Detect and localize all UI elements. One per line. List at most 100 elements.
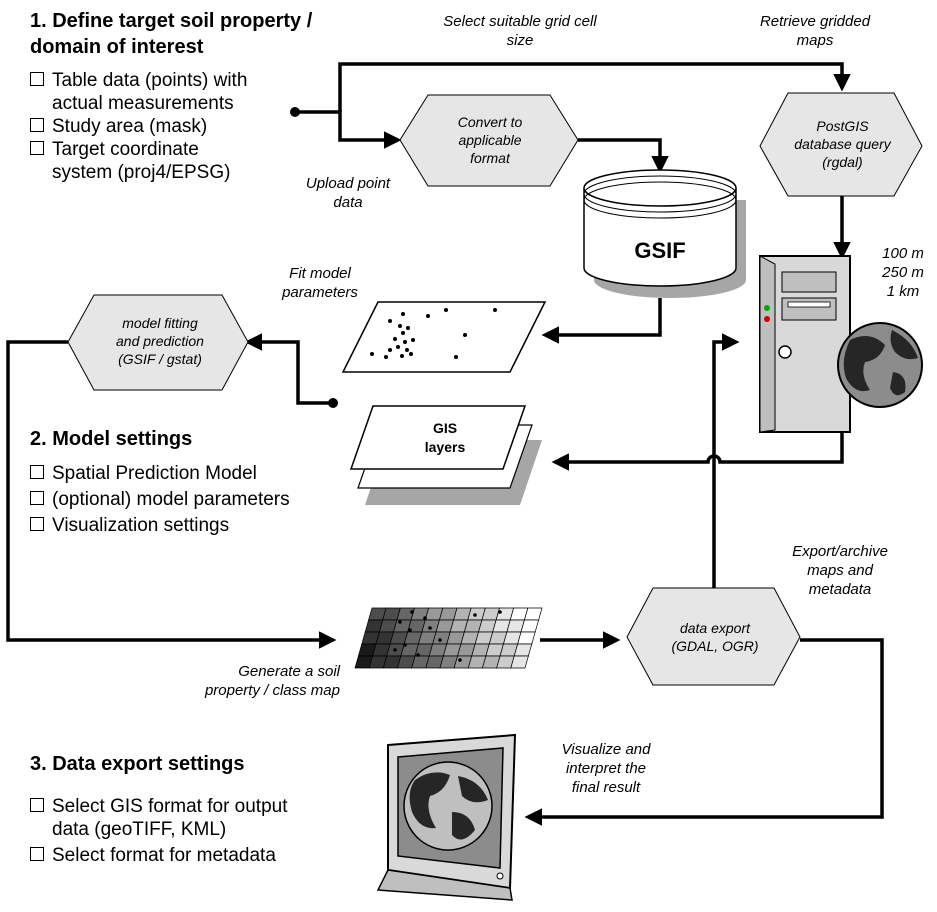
grid-point xyxy=(438,638,442,642)
gis-layers-stack xyxy=(349,405,542,505)
item-text: system (proj4/EPSG) xyxy=(52,162,231,183)
model-process-shape xyxy=(67,294,249,391)
convert-process-shape xyxy=(399,94,579,187)
section1-title-line1: 1. Define target soil property / xyxy=(30,10,313,32)
note-line: size xyxy=(506,32,534,49)
grid-cell xyxy=(523,607,543,621)
globe-icon xyxy=(837,322,923,408)
grid-cell xyxy=(513,643,533,657)
grid-point xyxy=(458,658,462,662)
note-line: maps xyxy=(796,32,834,49)
grid-point xyxy=(393,648,397,652)
label-line: data export xyxy=(679,620,751,636)
list-item: Visualization settings xyxy=(30,514,350,537)
checkbox-icon xyxy=(30,847,44,861)
list-item: Study area (mask) xyxy=(30,115,290,138)
item-text: Select GIS format for output xyxy=(52,796,288,817)
note-retrieve: Retrieve gridded maps xyxy=(730,12,900,50)
checkbox-icon xyxy=(30,118,44,132)
section2-list: Spatial Prediction Model (optional) mode… xyxy=(30,462,350,537)
server-computer-icon xyxy=(759,255,851,433)
connector-upload xyxy=(295,110,402,149)
item-text: data (geoTIFF, KML) xyxy=(52,819,227,840)
note-line: Visualize and xyxy=(561,741,651,758)
note-line: Retrieve gridded xyxy=(759,13,871,30)
label-line: PostGIS xyxy=(816,118,869,134)
connector-model-grid xyxy=(6,340,337,649)
connector-server-gis xyxy=(551,432,844,471)
item-text: actual measurements xyxy=(52,93,234,114)
checkbox-icon xyxy=(30,72,44,86)
note-line: data xyxy=(333,194,363,211)
grid-point xyxy=(428,626,432,630)
label-line: GIS xyxy=(432,420,458,436)
upload-start-dot xyxy=(290,107,300,117)
connector-convert-gsif xyxy=(578,138,669,174)
grid-cell xyxy=(520,619,540,633)
label-line: database query xyxy=(794,136,891,152)
note-line: Select suitable grid cell xyxy=(443,13,597,30)
connector-export-monitor xyxy=(524,638,884,826)
grid-point xyxy=(423,616,427,620)
note-line: Generate a soil xyxy=(238,663,340,680)
note-line: Fit model xyxy=(289,265,351,282)
model-process-label: model fitting and prediction (GSIF / gstat… xyxy=(85,314,235,368)
item-text: Visualization settings xyxy=(52,515,230,536)
note-generate: Generate a soil property / class map xyxy=(150,662,340,700)
point-data-map xyxy=(341,301,547,373)
label-line: model fitting xyxy=(122,315,198,331)
note-line: final result xyxy=(571,779,641,796)
note-line: Upload point xyxy=(305,175,391,192)
section2-title: 2. Model settings xyxy=(30,428,193,450)
section3-title: 3. Data export settings xyxy=(30,753,245,775)
list-item: (optional) model parameters xyxy=(30,488,350,511)
checkbox-icon xyxy=(30,517,44,531)
postgis-process-shape xyxy=(759,92,923,197)
note-line: property / class map xyxy=(204,682,340,699)
note-upload: Upload point data xyxy=(288,174,408,212)
label-line: and prediction xyxy=(116,333,204,349)
label-line: (GSIF / gstat) xyxy=(118,351,202,367)
connector-grid xyxy=(338,62,851,112)
grid-cell xyxy=(517,631,536,645)
gsif-database-shape xyxy=(583,169,746,298)
item-text: Spatial Prediction Model xyxy=(52,463,257,484)
item-text: Study area (mask) xyxy=(52,116,208,137)
item-text: (optional) model parameters xyxy=(52,489,290,510)
grid-point xyxy=(398,620,402,624)
grid-point xyxy=(408,628,412,632)
item-text: Target coordinate xyxy=(52,139,199,160)
item-text: Select format for metadata xyxy=(52,845,276,866)
note-line: 100 m xyxy=(882,245,924,262)
export-process-shape xyxy=(626,587,801,686)
note-line: Export/archive xyxy=(792,543,888,560)
grid-point xyxy=(473,613,477,617)
label-line: (GDAL, OGR) xyxy=(671,638,759,654)
grid-point xyxy=(498,610,502,614)
checkbox-icon xyxy=(30,491,44,505)
section1-title: 1. Define target soil property / domain … xyxy=(30,8,312,60)
note-line: interpret the xyxy=(565,760,647,777)
note-grid-cell: Select suitable grid cell size xyxy=(400,12,640,50)
list-item: Select format for metadata xyxy=(30,844,350,867)
note-line: 250 m xyxy=(882,264,924,281)
grid-point xyxy=(403,643,407,647)
connector-points-model xyxy=(244,333,333,405)
note-fit: Fit model parameters xyxy=(255,264,385,302)
connector-export-server xyxy=(712,333,740,588)
connector-gsif-points xyxy=(541,298,662,344)
fit-start-dot xyxy=(328,398,338,408)
prediction-grid-map xyxy=(354,607,543,669)
checkbox-icon xyxy=(30,141,44,155)
note-line: parameters xyxy=(282,284,358,301)
